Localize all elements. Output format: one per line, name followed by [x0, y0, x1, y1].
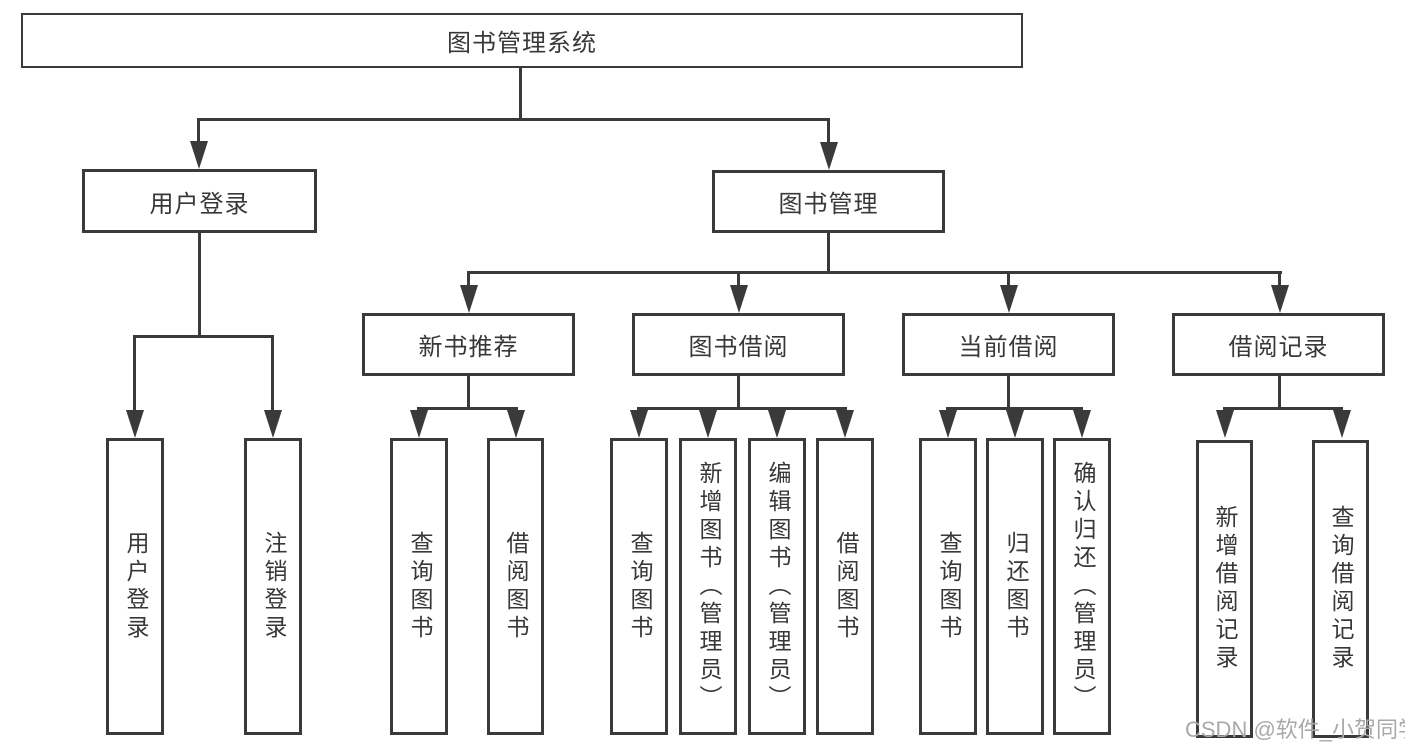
arrowhead-leaf-login	[125, 410, 144, 438]
arrowhead-leaf-logout	[263, 410, 282, 438]
arrowhead-currentborrow-return	[1005, 410, 1024, 438]
arrowhead-currentborrow-query	[938, 410, 957, 438]
connector-bookborrow-stem	[737, 376, 740, 410]
arrowhead-newbooks-borrow	[506, 410, 525, 438]
leaf-currentborrow-confirm-admin: 确认归还（管理员）	[1053, 438, 1111, 735]
arrowhead-newbooks-query	[409, 410, 428, 438]
leaf-bookborrow-query: 查询图书	[610, 438, 668, 735]
connector-userlogin-bar	[133, 335, 274, 338]
node-borrow-records: 借阅记录	[1172, 313, 1385, 376]
node-new-books: 新书推荐	[362, 313, 575, 376]
arrowhead-bookborrow-borrow	[835, 410, 854, 438]
leaf-records-add: 新增借阅记录	[1196, 440, 1253, 738]
leaf-bookborrow-add-admin: 新增图书（管理员）	[679, 438, 737, 735]
arrowhead-borrow-records	[1270, 285, 1289, 313]
connector-userlogin-drop-2	[271, 335, 274, 413]
connector-root-stem	[519, 68, 522, 121]
connector-newbooks-bar	[417, 407, 518, 410]
node-book-mgmt: 图书管理	[712, 170, 945, 233]
connector-userlogin-stem	[197, 233, 201, 338]
arrowhead-new-books	[459, 285, 478, 313]
leaf-newbooks-query: 查询图书	[390, 438, 448, 735]
connector-root-drop-right	[827, 118, 830, 145]
connector-root-bar	[197, 118, 830, 121]
arrowhead-records-query	[1332, 410, 1351, 438]
leaf-records-query: 查询借阅记录	[1312, 440, 1369, 738]
arrowhead-records-add	[1215, 410, 1234, 438]
connector-records-bar	[1223, 407, 1343, 410]
connector-root-drop-left	[197, 118, 200, 144]
arrowhead-book-mgmt	[819, 142, 838, 170]
node-current-borrow: 当前借阅	[902, 313, 1115, 376]
connector-bookmgmt-bar	[467, 271, 1282, 274]
connector-records-stem	[1278, 376, 1281, 410]
leaf-bookborrow-edit-admin: 编辑图书（管理员）	[748, 438, 806, 735]
node-user-login: 用户登录	[82, 169, 317, 233]
arrowhead-bookborrow-query	[629, 410, 648, 438]
leaf-currentborrow-query: 查询图书	[919, 438, 977, 735]
arrowhead-book-borrow	[729, 285, 748, 313]
arrowhead-bookborrow-add	[698, 410, 717, 438]
leaf-logout: 注销登录	[244, 438, 302, 735]
arrowhead-bookborrow-edit	[767, 410, 786, 438]
node-book-borrow: 图书借阅	[632, 313, 845, 376]
connector-bookmgmt-drop-3	[1007, 271, 1010, 287]
arrowhead-user-login	[189, 141, 208, 169]
connector-userlogin-drop-1	[133, 335, 136, 413]
connector-bookmgmt-stem	[827, 233, 830, 274]
leaf-newbooks-borrow: 借阅图书	[487, 438, 544, 735]
connector-bookmgmt-drop-2	[737, 271, 740, 287]
leaf-currentborrow-return: 归还图书	[986, 438, 1044, 735]
connector-bookmgmt-drop-4	[1278, 271, 1281, 287]
node-root: 图书管理系统	[21, 13, 1023, 68]
arrowhead-currentborrow-confirm	[1072, 410, 1091, 438]
connector-bookborrow-bar	[637, 407, 847, 410]
csdn-watermark: CSDN @软件_小贺同学	[1185, 717, 1405, 742]
connector-newbooks-stem	[467, 376, 470, 410]
leaf-bookborrow-borrow: 借阅图书	[816, 438, 874, 735]
connector-bookmgmt-drop-1	[467, 271, 470, 287]
arrowhead-current-borrow	[999, 285, 1018, 313]
leaf-user-login: 用户登录	[106, 438, 164, 735]
connector-currentborrow-stem	[1007, 376, 1010, 410]
